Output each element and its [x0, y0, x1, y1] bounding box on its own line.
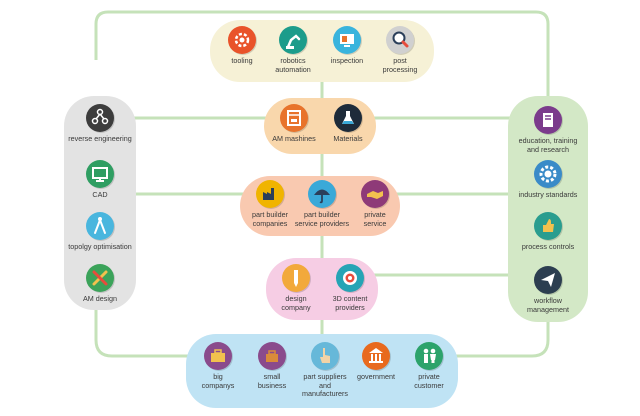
node-label: government	[357, 372, 395, 381]
node-label: inspection	[330, 56, 364, 65]
node-label: small business	[257, 372, 287, 390]
node-post-processing: post processing	[360, 26, 440, 74]
node-part-builder-service-providers: part builder service providers	[282, 180, 362, 228]
tools-icon	[92, 270, 108, 286]
node-label: AM design	[83, 294, 117, 303]
node-private-customer: private customer	[389, 342, 469, 390]
network-nodes-icon	[91, 108, 109, 125]
node-big-companys: big companys	[178, 342, 258, 390]
outer-loop-right	[440, 300, 550, 358]
outer-loop-top	[94, 10, 550, 130]
node-label: workflow management	[527, 296, 569, 314]
cog-badge-icon	[539, 165, 557, 183]
node-design-company: design company	[256, 264, 336, 312]
node-label: part builder companies	[252, 210, 288, 228]
inspection-screen-icon	[340, 34, 354, 47]
node-label: topolgy optimisation	[68, 242, 132, 251]
robot-arm-icon	[286, 34, 301, 49]
node-label: industry standards	[518, 190, 578, 199]
node-small-business: small business	[232, 342, 312, 390]
outer-loop-left	[94, 300, 200, 358]
bag-icon	[266, 350, 278, 362]
node-label: CAD	[92, 190, 108, 199]
node-label: AM mashines	[272, 134, 316, 143]
node-label: reverse engineering	[68, 134, 132, 143]
node-private-service: private service	[335, 180, 415, 228]
node-label: process controls	[521, 242, 575, 251]
node-industry-standards: industry standards	[508, 160, 588, 200]
node-am-machines: AM mashines	[254, 104, 334, 144]
node-label: post processing	[382, 56, 418, 74]
node-government: government	[336, 342, 416, 382]
pencil-icon	[294, 270, 298, 287]
monitor-icon	[92, 167, 108, 182]
node-materials: Materials	[308, 104, 388, 144]
node-topology-optimisation: topolgy optimisation	[60, 212, 140, 252]
node-part-suppliers: part suppliers and manufacturers	[285, 342, 365, 399]
node-label: private customer	[414, 372, 444, 390]
thumbs-up-icon	[543, 219, 554, 232]
node-part-builder-companies: part builder companies	[230, 180, 310, 228]
node-label: part suppliers and manufacturers	[302, 372, 348, 399]
node-label: design company	[281, 294, 311, 312]
flask-icon	[342, 111, 354, 124]
hand-pointer-icon	[320, 348, 330, 363]
briefcase-icon	[211, 349, 225, 362]
handshake-icon	[367, 191, 383, 199]
factory-icon	[263, 188, 274, 200]
node-label: big companys	[201, 372, 235, 390]
node-label: tooling	[231, 56, 253, 65]
magnifier-icon	[392, 31, 409, 48]
node-inspection: inspection	[307, 26, 387, 66]
node-3d-content-providers: 3D content providers	[310, 264, 390, 312]
node-cad: CAD	[60, 160, 140, 200]
node-label: robotics automation	[275, 56, 311, 74]
gear-icon	[234, 32, 250, 48]
compass-icon	[94, 217, 106, 234]
node-robotics-automation: robotics automation	[253, 26, 333, 74]
node-label: education, training and research	[518, 136, 578, 154]
node-education: education, training and research	[508, 106, 588, 154]
node-label: Materials	[333, 134, 363, 143]
paper-plane-icon	[541, 273, 555, 287]
umbrella-icon	[314, 189, 330, 204]
node-label: 3D content providers	[332, 294, 368, 312]
node-label: private service	[363, 210, 387, 228]
node-label: part builder service providers	[294, 210, 350, 228]
node-am-design: AM design	[60, 264, 140, 304]
building-columns-icon	[369, 348, 383, 363]
people-icon	[423, 348, 436, 363]
node-process-controls: process controls	[508, 212, 588, 252]
node-workflow-management: workflow management	[508, 266, 588, 314]
book-icon	[543, 113, 553, 127]
target-icon	[343, 271, 357, 285]
printer-3d-icon	[287, 110, 301, 126]
node-tooling: tooling	[202, 26, 282, 66]
node-reverse-engineering: reverse engineering	[60, 104, 140, 144]
